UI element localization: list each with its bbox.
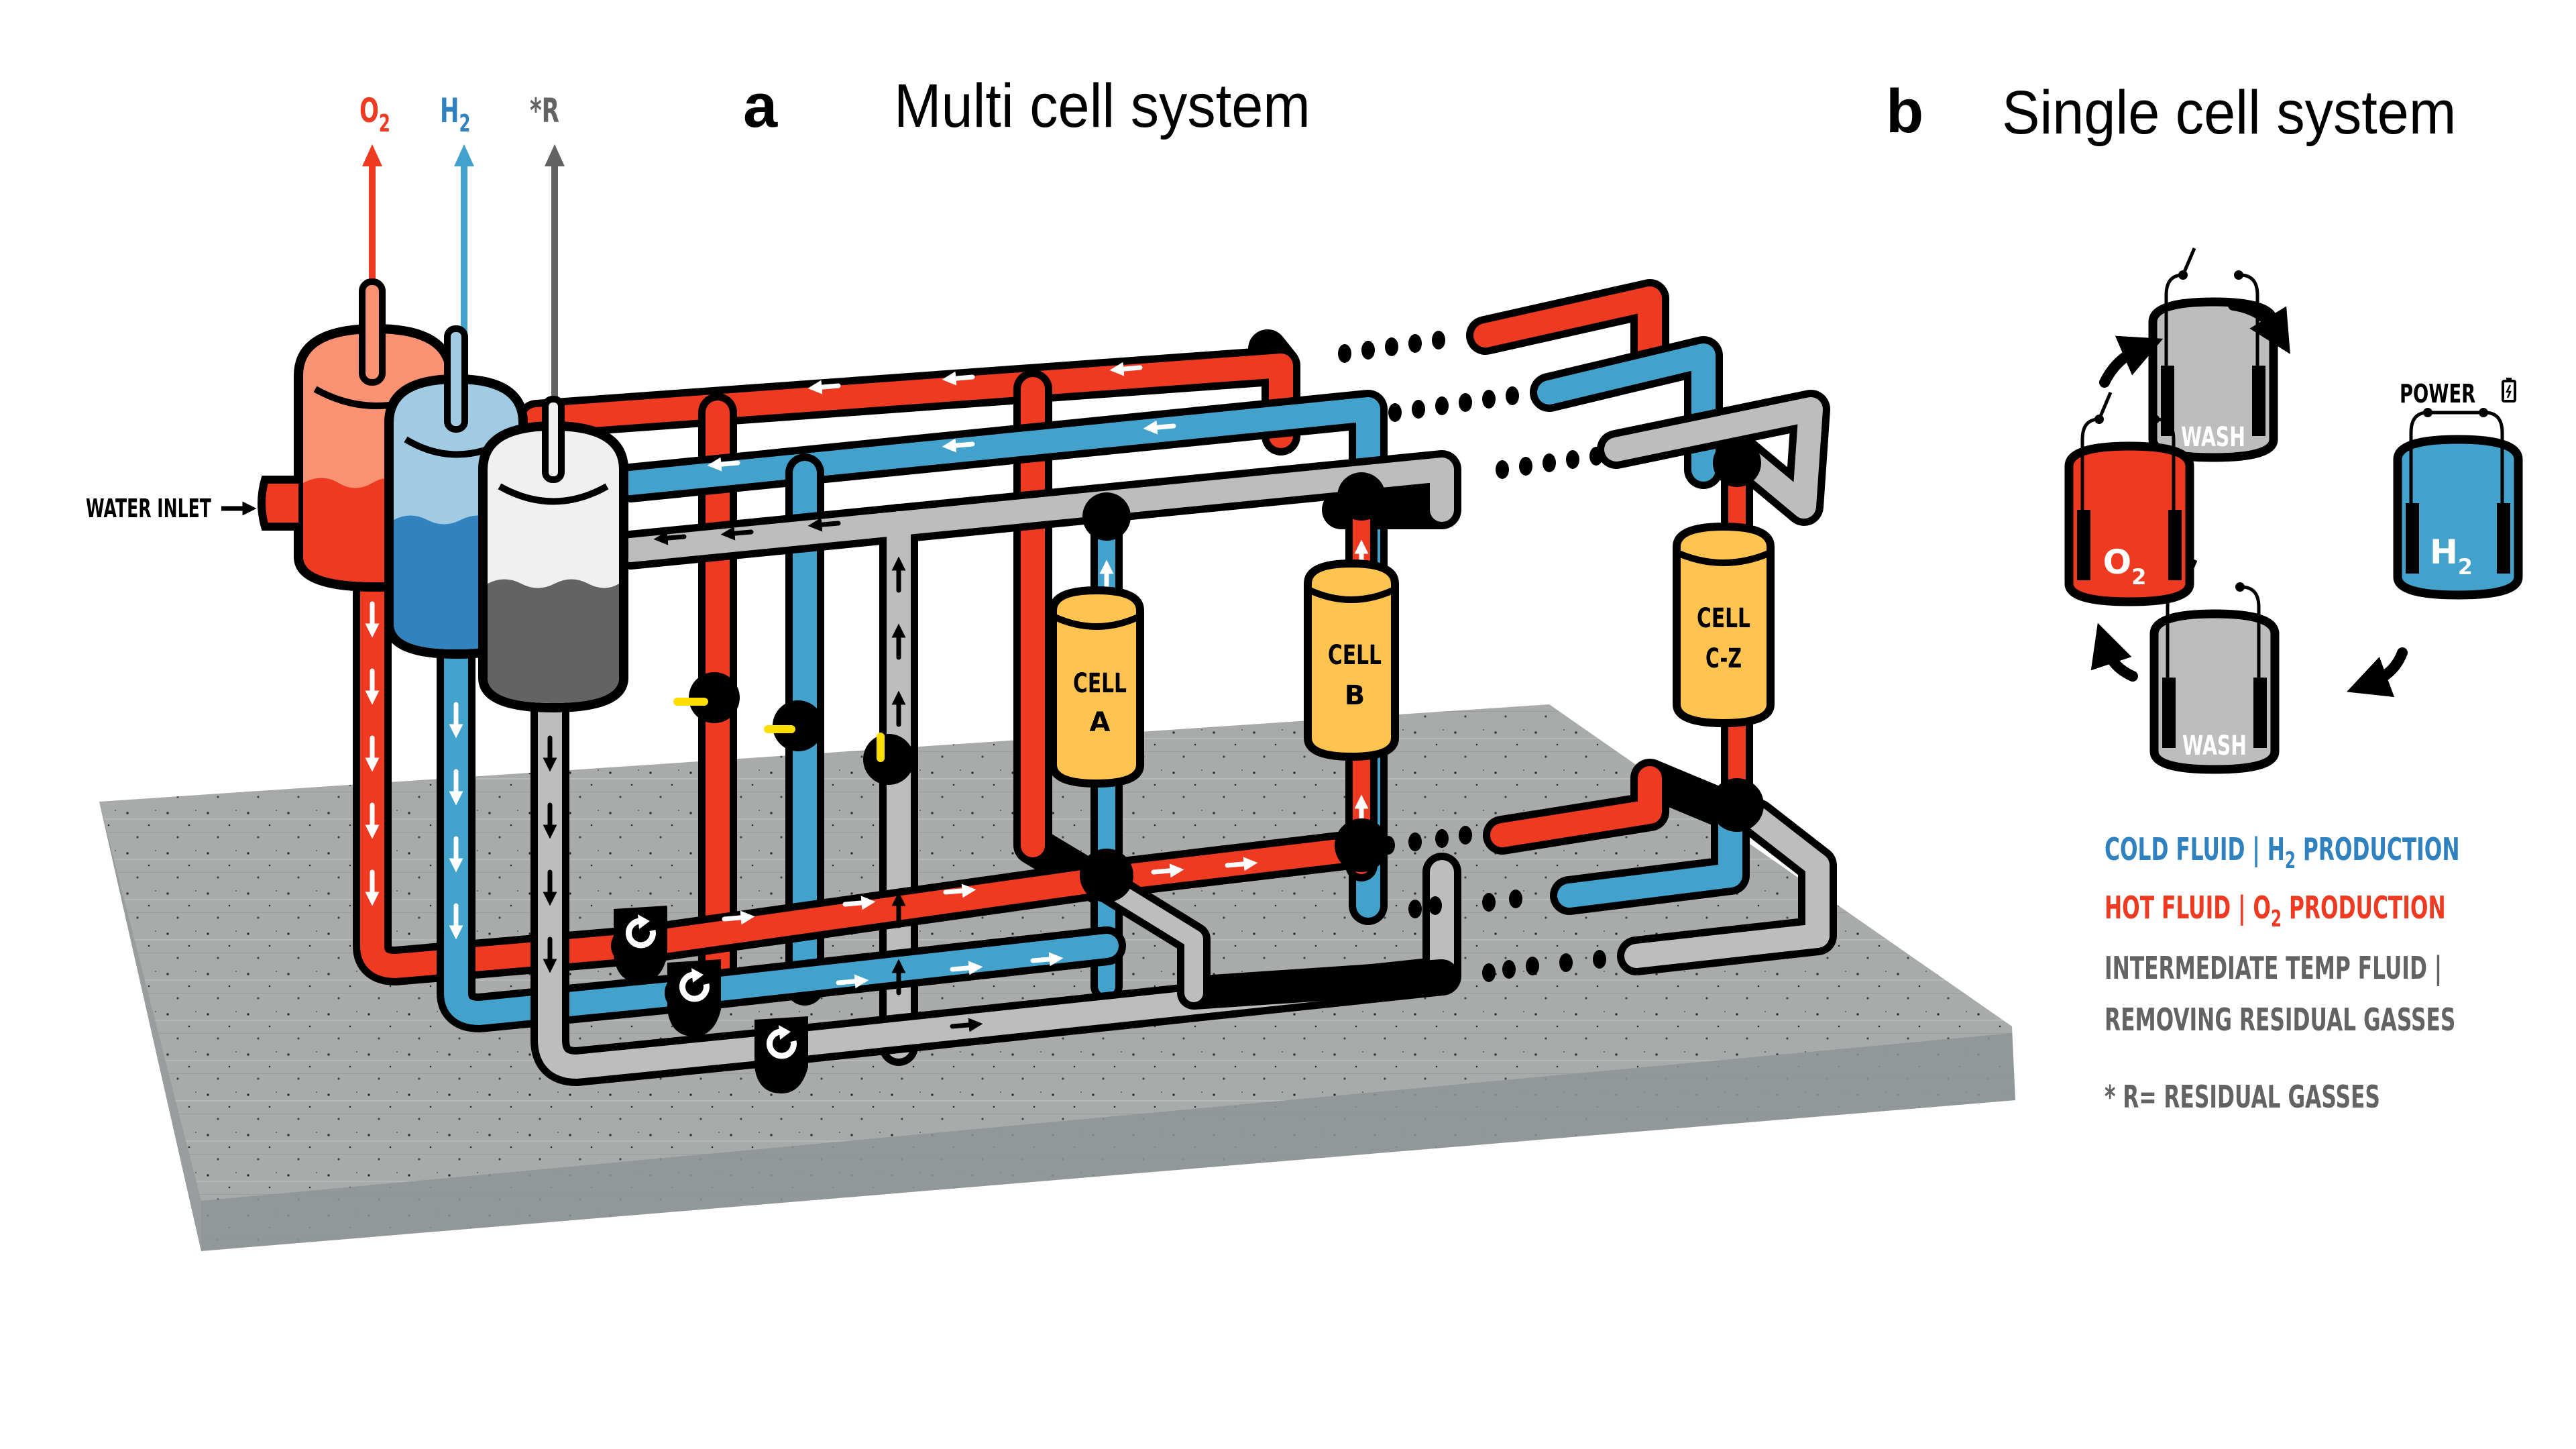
cycle-arrow-icon bbox=[2099, 335, 2164, 388]
open-switch-icon bbox=[2181, 248, 2196, 276]
continuation-dots bbox=[1338, 331, 1606, 982]
battery-charging-icon bbox=[2502, 378, 2516, 402]
panel-a-letter: a bbox=[743, 72, 778, 140]
water-inlet-label: WATER INLET bbox=[86, 494, 211, 523]
cycle-cell-left bbox=[2064, 392, 2194, 606]
junction-icon bbox=[1337, 472, 1386, 521]
junction-icon bbox=[1713, 439, 1761, 487]
junction-icon bbox=[1080, 849, 1133, 902]
residual-arrow-icon bbox=[545, 144, 565, 166]
valves bbox=[673, 439, 1764, 902]
cycle-cell-top bbox=[2148, 248, 2278, 462]
cycle-diagram: WASH WASH H2 O2 bbox=[2064, 248, 2523, 774]
cycle-arrow-icon bbox=[2228, 300, 2290, 354]
gas-output-arrows bbox=[362, 144, 565, 402]
legend-intermediate-2: REMOVING RESIDUAL GASSES bbox=[2105, 1002, 2456, 1038]
junction-icon bbox=[1082, 492, 1131, 541]
panel-b-letter: b bbox=[1886, 77, 1924, 146]
cell-b-label-2: B bbox=[1345, 680, 1365, 711]
junction-icon bbox=[1335, 818, 1388, 872]
panel-a-title: Multi cell system bbox=[894, 72, 1310, 140]
legend-hot: HOT FLUID | O2 PRODUCTION bbox=[2105, 890, 2446, 932]
legend-footnote: * R= RESIDUAL GASSES bbox=[2105, 1079, 2380, 1115]
cycle-cell-right bbox=[2393, 408, 2523, 600]
cycle-right-label: H2 bbox=[2430, 533, 2473, 580]
cycle-bottom-label: WASH bbox=[2182, 731, 2247, 761]
hot-valve-icon bbox=[689, 672, 740, 723]
o2-output-label: O2 bbox=[359, 91, 390, 138]
rotate-clockwise-icon bbox=[754, 1016, 808, 1093]
cell-cz bbox=[1673, 522, 1775, 728]
cell-b-label-1: CELL bbox=[1328, 640, 1382, 671]
h2-output-label: H2 bbox=[440, 91, 471, 138]
pumps bbox=[614, 906, 808, 1093]
cold-valve-icon bbox=[773, 700, 824, 751]
cycle-arrow-icon bbox=[2090, 623, 2138, 682]
cell-a-label-1: CELL bbox=[1073, 668, 1127, 699]
legend-cold: COLD FLUID | H2 PRODUCTION bbox=[2105, 831, 2460, 874]
cell-b bbox=[1304, 559, 1399, 761]
junction-icon bbox=[1710, 778, 1764, 832]
o2-arrow-icon bbox=[362, 144, 382, 166]
power-label: POWER bbox=[2400, 379, 2476, 409]
residual-valve-icon bbox=[863, 734, 914, 785]
rotate-clockwise-icon bbox=[667, 959, 721, 1036]
residual-tank bbox=[478, 396, 628, 713]
cell-a-label-2: A bbox=[1090, 707, 1111, 738]
cycle-top-label: WASH bbox=[2181, 422, 2245, 453]
cycle-left-label: O2 bbox=[2103, 543, 2147, 590]
cycle-arrow-icon bbox=[2347, 647, 2408, 698]
cell-a bbox=[1049, 586, 1144, 788]
cell-cz-label-1: CELL bbox=[1697, 603, 1750, 634]
legend-intermediate-1: INTERMEDIATE TEMP FLUID | bbox=[2105, 950, 2443, 986]
h2-arrow-icon bbox=[454, 144, 474, 166]
rotate-clockwise-icon bbox=[614, 906, 667, 983]
open-switch-icon bbox=[2097, 392, 2113, 420]
cell-cz-label-2: C-Z bbox=[1705, 643, 1742, 674]
residual-output-label: *R bbox=[530, 91, 559, 130]
panel-b-title: Single cell system bbox=[2002, 78, 2457, 147]
